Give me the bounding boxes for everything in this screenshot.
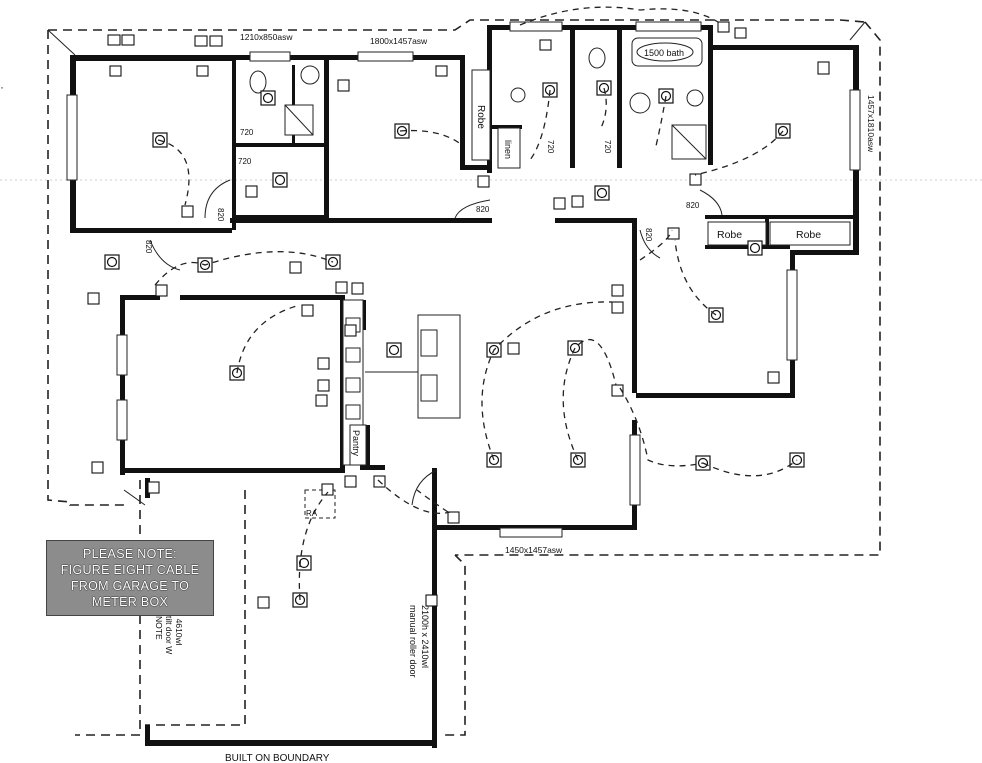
door-720-wir: 720	[238, 157, 252, 166]
window-label-top-mid: 1800x1457asw	[370, 36, 428, 46]
eave-outline	[47, 19, 881, 736]
door-720-linen: 720	[546, 140, 555, 154]
fixtures	[249, 37, 851, 519]
note-line-4: METER BOX	[91, 595, 169, 609]
linen-label: linen	[503, 140, 513, 159]
boundary-label: BUILT ON BOUNDARY	[225, 753, 330, 763]
walls	[70, 25, 859, 748]
note-line-3: FROM GARAGE TO	[70, 579, 190, 593]
garage-side-size: x 4610wl	[174, 612, 184, 646]
ra-label: RA	[306, 509, 318, 518]
windows	[66, 21, 861, 538]
note-line-2: FIGURE EIGHT CABLE	[60, 563, 200, 577]
door-720-wc: 720	[603, 140, 612, 154]
door-820-entry: 820	[144, 240, 153, 254]
door-820-bed1: 820	[216, 208, 225, 222]
garage-side-note: NOTE	[154, 616, 164, 640]
bath-label: 1500 bath	[644, 48, 684, 58]
plan-labels: 1210x850asw 1800x1457asw 1457x1810asw 14…	[144, 32, 876, 763]
cable-note-box: PLEASE NOTE: FIGURE EIGHT CABLE FROM GAR…	[46, 540, 214, 616]
door-720-ensuite: 720	[240, 128, 254, 137]
garage-side-type: tilt door W	[164, 616, 174, 654]
robe-label-master-2: Robe	[796, 229, 821, 241]
robe-label-master-1: Robe	[717, 229, 742, 241]
door-820-bed3: 820	[644, 228, 653, 242]
window-label-right: 1457x1810asw	[866, 95, 876, 153]
note-line-1: PLEASE NOTE:	[83, 547, 177, 561]
margin-mark: ·	[0, 80, 4, 94]
window-label-bottom: 1450x1457asw	[505, 545, 563, 555]
door-820-bed2: 820	[476, 205, 490, 214]
door-820-master: 820	[686, 201, 700, 210]
window-label-top-left: 1210x850asw	[240, 32, 293, 42]
robe-label-bed2: Robe	[475, 105, 486, 129]
garage-door-size: 2100h x 2410wl	[420, 605, 430, 668]
garage-door-type: manual roller door	[408, 605, 418, 678]
pantry-label: Pantry	[351, 430, 361, 457]
door-swings	[149, 179, 723, 506]
